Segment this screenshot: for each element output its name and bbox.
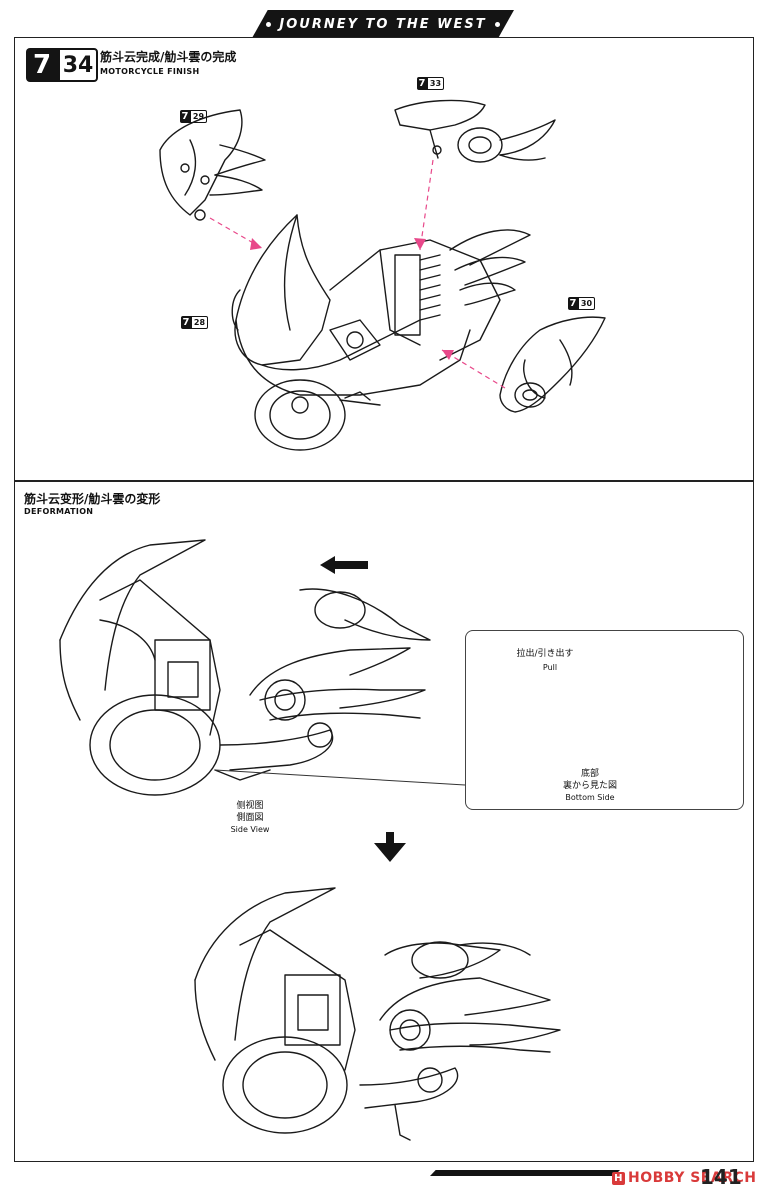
bottom-side-label-jp: 裏から見た図 bbox=[562, 781, 617, 791]
header-title: JOURNEY TO THE WEST bbox=[279, 16, 487, 32]
watermark-logo-icon: H bbox=[612, 1171, 625, 1185]
step-major: 7 bbox=[26, 48, 58, 82]
bottom-side-label-en: Bottom Side bbox=[565, 793, 615, 802]
bullet-icon bbox=[494, 21, 500, 27]
assembly-arrowheads bbox=[250, 238, 454, 360]
part-7-29-drawing bbox=[159, 109, 266, 221]
step-title-en: MOTORCYCLE FINISH bbox=[100, 67, 200, 76]
step-frame-top bbox=[14, 37, 754, 482]
deformation-title-jp: 筋斗云变形/觔斗雲の変形 bbox=[24, 492, 161, 506]
part-7-30-drawing bbox=[499, 316, 606, 413]
step-frame-bottom bbox=[14, 480, 754, 1162]
step-number-badge: 7 34 bbox=[26, 48, 98, 82]
pull-label-en: Pull bbox=[542, 663, 558, 672]
side-view-label-cn: 侧视图 bbox=[236, 801, 264, 811]
page-number: 141 bbox=[700, 1165, 742, 1189]
assembly-arrows bbox=[209, 159, 506, 389]
footer-bar bbox=[430, 1170, 620, 1176]
step-title-jp: 筋斗云完成/觔斗雲の完成 bbox=[100, 50, 237, 64]
deformation-title-en: DEFORMATION bbox=[24, 507, 94, 516]
final-form-drawing bbox=[194, 887, 561, 1141]
pull-label-jp: 拉出/引き出す bbox=[516, 649, 574, 659]
header-banner: JOURNEY TO THE WEST bbox=[252, 10, 514, 38]
motorcycle-assembled-drawing bbox=[231, 214, 531, 451]
arrow-left-icon bbox=[320, 556, 368, 574]
arrow-down-icon bbox=[374, 832, 406, 862]
bullet-icon bbox=[266, 21, 272, 27]
part-7-33-drawing bbox=[394, 99, 556, 163]
side-view-label-en: Side View bbox=[230, 825, 270, 834]
side-view-label-jp: 側面図 bbox=[236, 813, 264, 823]
side-view-drawing bbox=[59, 539, 431, 796]
direction-arrows bbox=[320, 556, 406, 862]
bottom-side-inset bbox=[465, 630, 744, 810]
bottom-side-label-cn: 底部 bbox=[580, 769, 599, 779]
step-minor: 34 bbox=[58, 48, 98, 82]
